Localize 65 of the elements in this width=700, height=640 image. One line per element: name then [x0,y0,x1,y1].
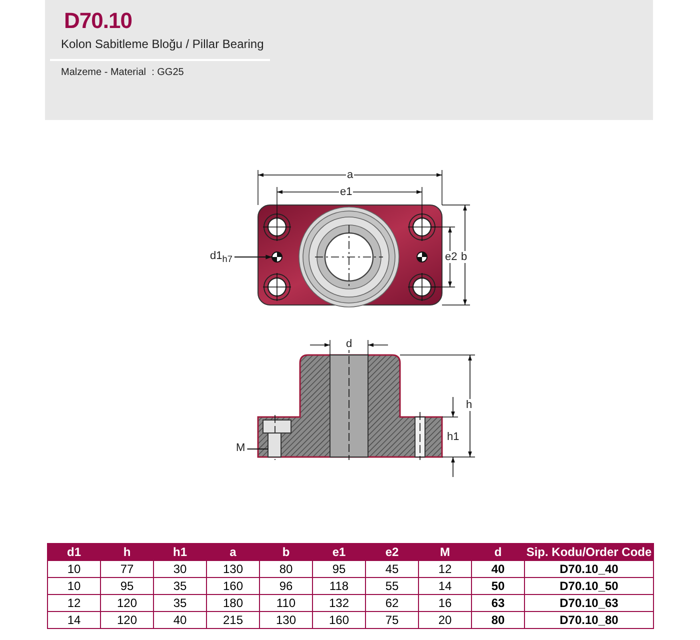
table-cell: D70.10_50 [524,578,654,594]
table-cell: 180 [206,594,260,612]
callout-label: d1$_{h7}$ [210,250,232,266]
table-cell: 95 [312,560,366,578]
column-header: h [100,544,154,560]
table-cell: 130 [206,560,260,578]
table-cell: 35 [154,578,206,594]
subtitle: Kolon Sabitleme Bloğu / Pillar Bearing [61,37,264,51]
table-cell: 12 [48,594,100,612]
dimension-label: e2 [444,251,458,263]
table-cell: 45 [366,560,418,578]
column-header: b [260,544,312,560]
table-cell: 80 [472,612,524,628]
table-cell: 14 [48,612,100,628]
table-cell: 80 [260,560,312,578]
table-cell: 40 [154,612,206,628]
column-header: a [206,544,260,560]
callout-label: M [236,442,246,455]
table-cell: D70.10_80 [524,612,654,628]
table-cell: 160 [206,578,260,594]
table-cell: 10 [48,578,100,594]
leader-line [234,254,272,260]
table-cell: 62 [366,594,418,612]
table-cell: D70.10_63 [524,594,654,612]
table-cell: 35 [154,594,206,612]
material-note: Malzeme - Material : GG25 [61,67,184,78]
dimension-label: d [345,338,354,350]
table-cell: 130 [260,612,312,628]
column-header: h1 [154,544,206,560]
dimension-label: h [465,399,474,411]
table-cell: 20 [418,612,472,628]
table-cell: 75 [366,612,418,628]
dimension-label: a [346,169,354,181]
table-cell: 95 [100,578,154,594]
table-cell: 160 [312,612,366,628]
table-cell: 96 [260,578,312,594]
column-header: d1 [48,544,100,560]
table-cell: 63 [472,594,524,612]
table-cell: 14 [418,578,472,594]
column-header: e1 [312,544,366,560]
table-cell: 215 [206,612,260,628]
column-header: Sip. Kodu/Order Code [524,544,654,560]
table-cell: 110 [260,594,312,612]
threaded-hole [268,432,282,458]
table-cell: 16 [418,594,472,612]
table-cell: 50 [472,578,524,594]
table-cell: 132 [312,594,366,612]
column-header: d [472,544,524,560]
table-cell: 77 [100,560,154,578]
table-cell: 120 [100,594,154,612]
column-header: e2 [366,544,418,560]
table-cell: 55 [366,578,418,594]
table-cell: 30 [154,560,206,578]
table-cell: 118 [312,578,366,594]
table-cell: 12 [418,560,472,578]
table-cell: D70.10_40 [524,560,654,578]
column-header: M [418,544,472,560]
dimension-label: h1 [446,431,460,443]
title: D70.10 [64,8,132,34]
table-cell: 40 [472,560,524,578]
table-cell: 120 [100,612,154,628]
dimension-label: b [460,251,468,263]
leader-line [246,448,268,450]
dimension-label: e1 [339,186,354,198]
table-cell: 10 [48,560,100,578]
